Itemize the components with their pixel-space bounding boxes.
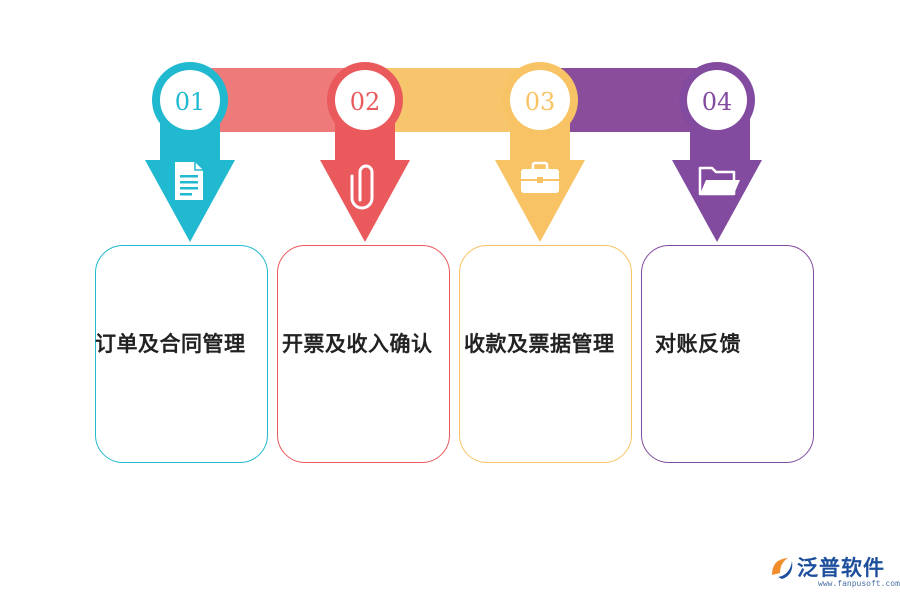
- document-icon: [175, 162, 203, 200]
- step-4-card: [641, 245, 814, 463]
- step-3-card: [459, 245, 632, 463]
- step-3-arrow: 03: [495, 62, 585, 242]
- logo-url: www.fanpusoft.com: [818, 579, 900, 588]
- step-1-arrow: 01: [145, 62, 235, 242]
- step-2-arrow: 02: [320, 62, 410, 242]
- step-2-label: 开票及收入确认: [282, 332, 433, 356]
- step-3-number: 03: [525, 88, 556, 116]
- briefcase-icon: [521, 161, 559, 193]
- step-4-label: 对账反馈: [655, 332, 741, 356]
- step-1-badge: [160, 70, 220, 130]
- step-3-label: 收款及票据管理: [464, 332, 615, 356]
- logo-name: 泛普软件: [797, 556, 885, 580]
- step-1-card: [95, 245, 268, 463]
- step-4-arrow: 04: [672, 62, 762, 242]
- paperclip-icon: [350, 164, 374, 210]
- step-2-number: 02: [350, 88, 381, 116]
- step-2-badge: [335, 70, 395, 130]
- fanpu-logo-icon: [772, 558, 793, 579]
- step-3-badge: [510, 70, 570, 130]
- step-4-badge: [687, 70, 747, 130]
- folder-icon: [698, 166, 740, 196]
- step-2-card: [277, 245, 450, 463]
- step-1-label: 订单及合同管理: [95, 332, 246, 356]
- step-4-number: 04: [702, 88, 733, 116]
- step-1-number: 01: [175, 88, 206, 116]
